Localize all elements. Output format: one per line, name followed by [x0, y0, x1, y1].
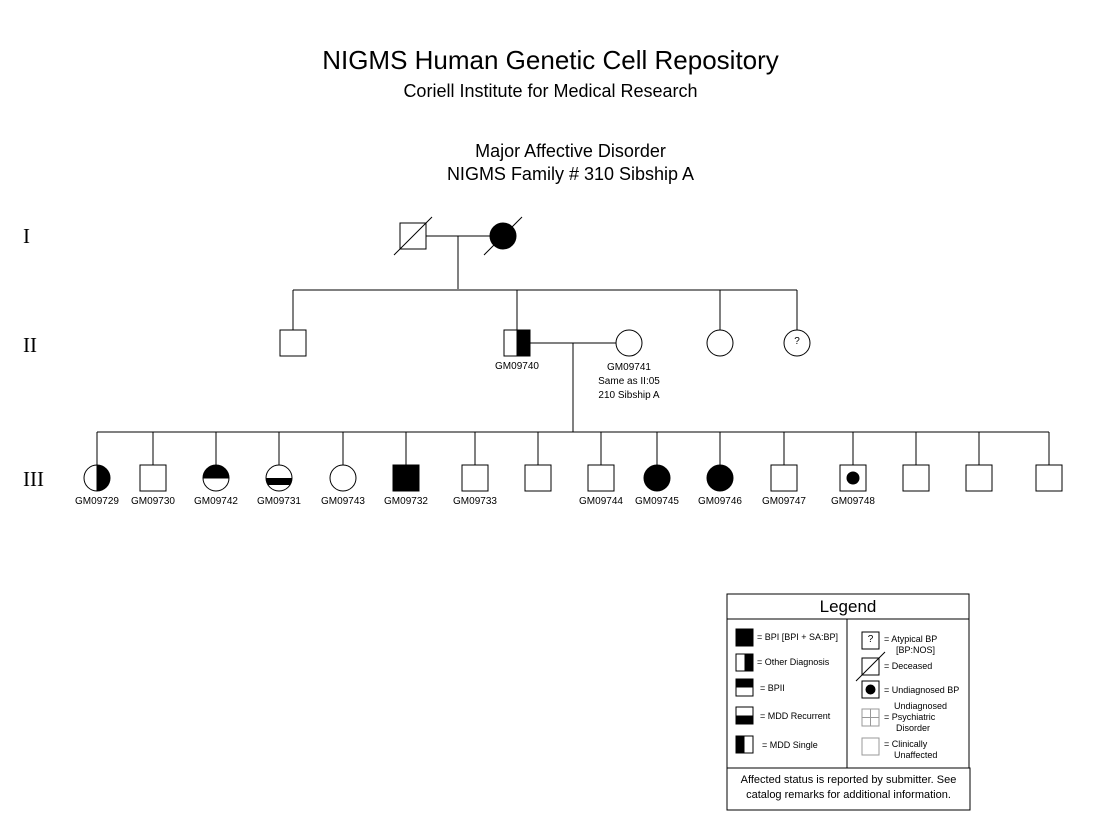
legend-mdd-recurrent-symbol [735, 706, 754, 725]
connector-lines [96, 235, 1050, 465]
legend-mdd-recurrent-label: = MDD Recurrent [760, 711, 831, 721]
legend-psychiatric-line-3: Disorder [896, 723, 931, 733]
mother-note-line-1: Same as II:05 [598, 376, 660, 387]
generation-label-iii: III [23, 467, 44, 491]
legend-atypical-label: = Atypical BP [BP:NOS] [884, 634, 937, 656]
legend-bpi-label: = BPI [BPI + SA:BP] [757, 632, 839, 642]
legend-psychiatric-label: Undiagnosed = Psychiatric Disorder [884, 701, 947, 734]
individual-iii5-female [329, 464, 357, 492]
legend-unaffected-line-2: Unaffected [894, 750, 938, 760]
legend-box [726, 593, 971, 811]
family-heading: Major Affective Disorder NIGMS Family # … [0, 140, 1101, 186]
legend-deceased-label: = Deceased [884, 661, 933, 671]
individual-iii4-mdd-recurrent-female [265, 464, 293, 492]
individual-iii12-male [770, 464, 798, 492]
legend-footer-line-1: Affected status is reported by submitter… [740, 774, 957, 786]
individual-ii5-atypical-bp-female [783, 329, 811, 357]
generation-label-i: I [23, 224, 30, 248]
legend-bpi-symbol [735, 628, 754, 647]
generation-label-ii: II [23, 333, 37, 357]
id-label-gm09745: GM09745 [635, 496, 679, 507]
id-label-gm09747: GM09747 [762, 496, 806, 507]
family-number: NIGMS Family # 310 Sibship A [446, 164, 695, 184]
legend-title: Legend [819, 597, 877, 616]
id-label-gm09744: GM09744 [579, 496, 623, 507]
id-label-gm09743: GM09743 [321, 496, 365, 507]
id-label-gm09731: GM09731 [257, 496, 301, 507]
individual-iii9-male [587, 464, 615, 492]
legend-mdd-single-symbol [735, 735, 754, 754]
individual-i2-deceased-affected-female [483, 216, 523, 256]
legend-unaffected-label: = Clinically Unaffected [884, 739, 937, 761]
individual-iii16-male [1035, 464, 1063, 492]
legend-other-diagnosis-symbol [735, 653, 754, 672]
individual-ii4-female [706, 329, 734, 357]
legend-undiagnosed-bp-label: = Undiagnosed BP [884, 685, 960, 695]
individual-iii6-bpi-male [392, 464, 420, 492]
legend-unaffected-line-1: = Clinically [884, 739, 928, 749]
individual-ii3-female [615, 329, 643, 357]
legend-other-diagnosis-label: = Other Diagnosis [757, 657, 830, 667]
legend-psychiatric-disorder-symbol [861, 708, 880, 727]
individual-ii1-male [279, 329, 307, 357]
legend-atypical-line-1: = Atypical BP [884, 634, 938, 644]
individual-ii2-other-diagnosis-male [503, 329, 531, 357]
individual-iii11-bpi-female [706, 464, 734, 492]
individual-iii10-bpi-female [643, 464, 671, 492]
id-label-gm09746: GM09746 [698, 496, 742, 507]
individual-iii2-male [139, 464, 167, 492]
legend-atypical-mark: ? [867, 634, 874, 645]
legend-deceased-symbol [855, 651, 886, 682]
id-label-gm09729: GM09729 [75, 496, 119, 507]
legend-bpii-symbol [735, 678, 754, 697]
mother-note-line-2: 210 Sibship A [598, 390, 660, 401]
atypical-bp-mark: ? [794, 336, 800, 347]
individual-iii13-undiagnosed-bp-male [839, 464, 867, 492]
id-label-gm09733: GM09733 [453, 496, 497, 507]
id-label-gm09748: GM09748 [831, 496, 875, 507]
id-label-gm09741: GM09741 [607, 362, 651, 373]
individual-iii14-male [902, 464, 930, 492]
legend-psychiatric-line-1: Undiagnosed [894, 701, 948, 711]
individual-iii1-other-diagnosis-female [83, 464, 111, 492]
individual-iii15-male [965, 464, 993, 492]
legend-psychiatric-line-2: = Psychiatric [884, 712, 936, 722]
legend-undiagnosed-bp-symbol [861, 680, 880, 699]
id-label-gm09732: GM09732 [384, 496, 428, 507]
individual-iii8-male [524, 464, 552, 492]
legend-footer: Affected status is reported by submitter… [727, 773, 970, 803]
page-subtitle: Coriell Institute for Medical Research [403, 81, 698, 101]
disorder-name: Major Affective Disorder [475, 141, 666, 161]
legend-unaffected-symbol [861, 737, 880, 756]
legend-footer-line-2: catalog remarks for additional informati… [746, 789, 951, 801]
id-label-gm09730: GM09730 [131, 496, 175, 507]
legend-mdd-single-label: = MDD Single [762, 740, 818, 750]
legend-atypical-line-2: [BP:NOS] [896, 645, 936, 655]
page-title: NIGMS Human Genetic Cell Repository [322, 45, 779, 75]
legend-atypical-bp-symbol [861, 631, 880, 650]
individual-iii7-male [461, 464, 489, 492]
id-label-gm09742: GM09742 [194, 496, 238, 507]
individual-iii3-bpii-female [202, 464, 230, 492]
mother-annotation: GM09741 Same as II:05 210 Sibship A [569, 361, 689, 403]
id-label-gm09740: GM09740 [495, 361, 539, 372]
individual-i1-deceased-male [393, 216, 433, 256]
legend-bpii-label: = BPII [760, 683, 785, 693]
